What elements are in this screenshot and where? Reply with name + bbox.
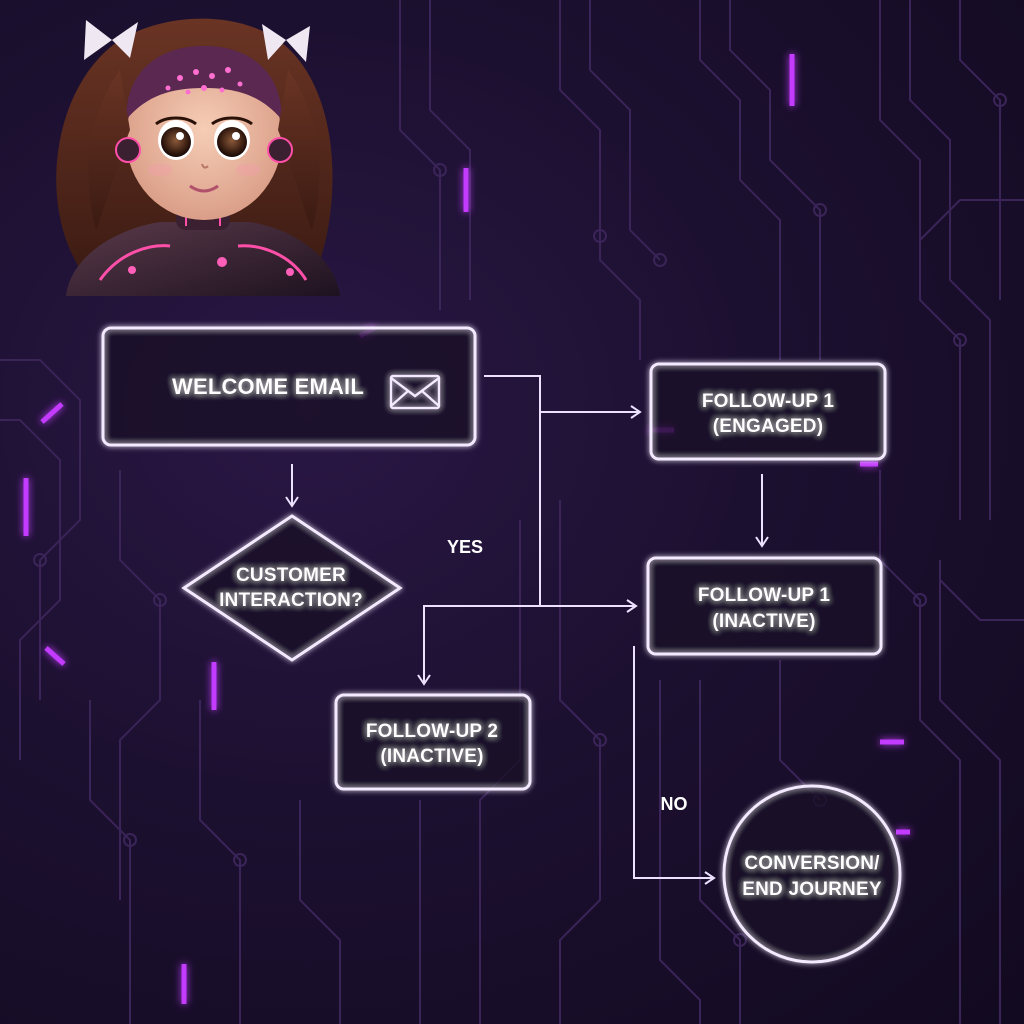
edge-welcome-to-inactive (539, 412, 638, 613)
customer-interaction-label-line2: INTERACTION? (219, 590, 363, 611)
node-followup-engaged[interactable]: FOLLOW-UP 1 (ENGAGED) (649, 362, 887, 461)
edge-welcome-to-engaged (484, 375, 642, 419)
neon-accents (23, 54, 910, 1004)
followup-inactive-label-line1: FOLLOW-UP 1 (698, 585, 831, 606)
followup-engaged-label-line1: FOLLOW-UP 1 (702, 391, 835, 412)
node-followup-inactive[interactable]: FOLLOW-UP 1 (INACTIVE) (646, 556, 883, 656)
node-welcome-email[interactable]: WELCOME EMAIL (101, 326, 477, 447)
edge-to-followup2 (417, 605, 540, 686)
followup2-inactive-label-line2: (INACTIVE) (380, 746, 483, 767)
edge-label-yes: YES (447, 537, 483, 557)
envelope-icon (389, 374, 441, 410)
node-followup2-inactive[interactable]: FOLLOW-UP 2 (INACTIVE) (334, 693, 532, 791)
followup-engaged-label-line2: (ENGAGED) (713, 416, 824, 437)
conversion-label-line1: CONVERSION/ (744, 853, 880, 874)
conversion-label-line2: END JOURNEY (742, 879, 882, 900)
welcome-email-label: WELCOME EMAIL (172, 374, 364, 399)
followup-inactive-label-line2: (INACTIVE) (712, 611, 815, 632)
edges (285, 375, 769, 885)
customer-interaction-label-line1: CUSTOMER (236, 565, 346, 586)
node-conversion[interactable]: CONVERSION/ END JOURNEY (722, 784, 902, 964)
edge-label-no: NO (661, 794, 688, 814)
edge-inactive-to-conversion (633, 646, 716, 885)
followup2-inactive-label-line1: FOLLOW-UP 2 (366, 721, 498, 742)
node-customer-interaction[interactable]: CUSTOMER INTERACTION? (181, 514, 403, 662)
